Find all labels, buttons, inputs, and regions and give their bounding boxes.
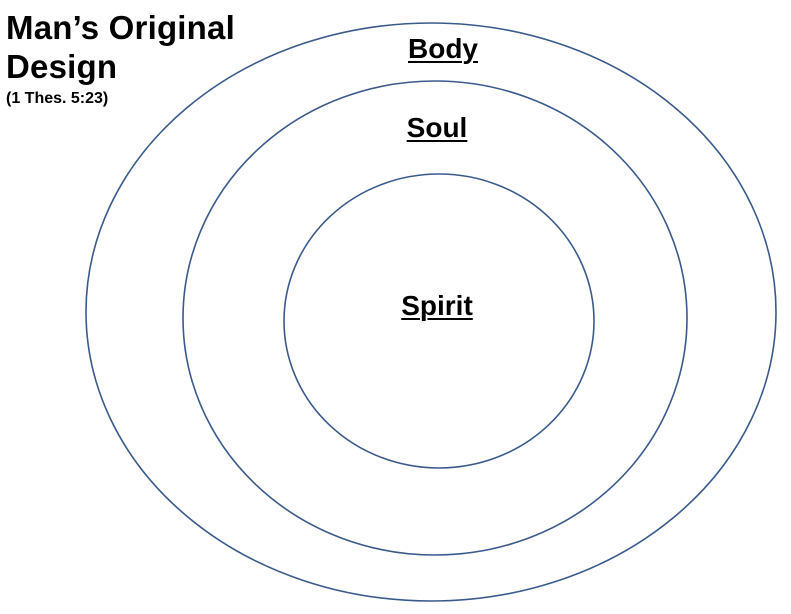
scripture-reference: (1 Thes. 5:23)	[6, 90, 109, 107]
body-label: Body	[408, 33, 478, 64]
soul-label: Soul	[406, 112, 468, 143]
spirit-label: Spirit	[401, 290, 473, 321]
soul-ring	[182, 80, 688, 556]
diagram-title: Man’s Original Design (1 Thes. 5:23)	[6, 8, 235, 109]
body-ring	[85, 22, 777, 602]
title-line-1: Man’s Original	[6, 9, 235, 46]
spirit-ring	[283, 173, 595, 469]
title-line-2: Design	[6, 48, 118, 85]
